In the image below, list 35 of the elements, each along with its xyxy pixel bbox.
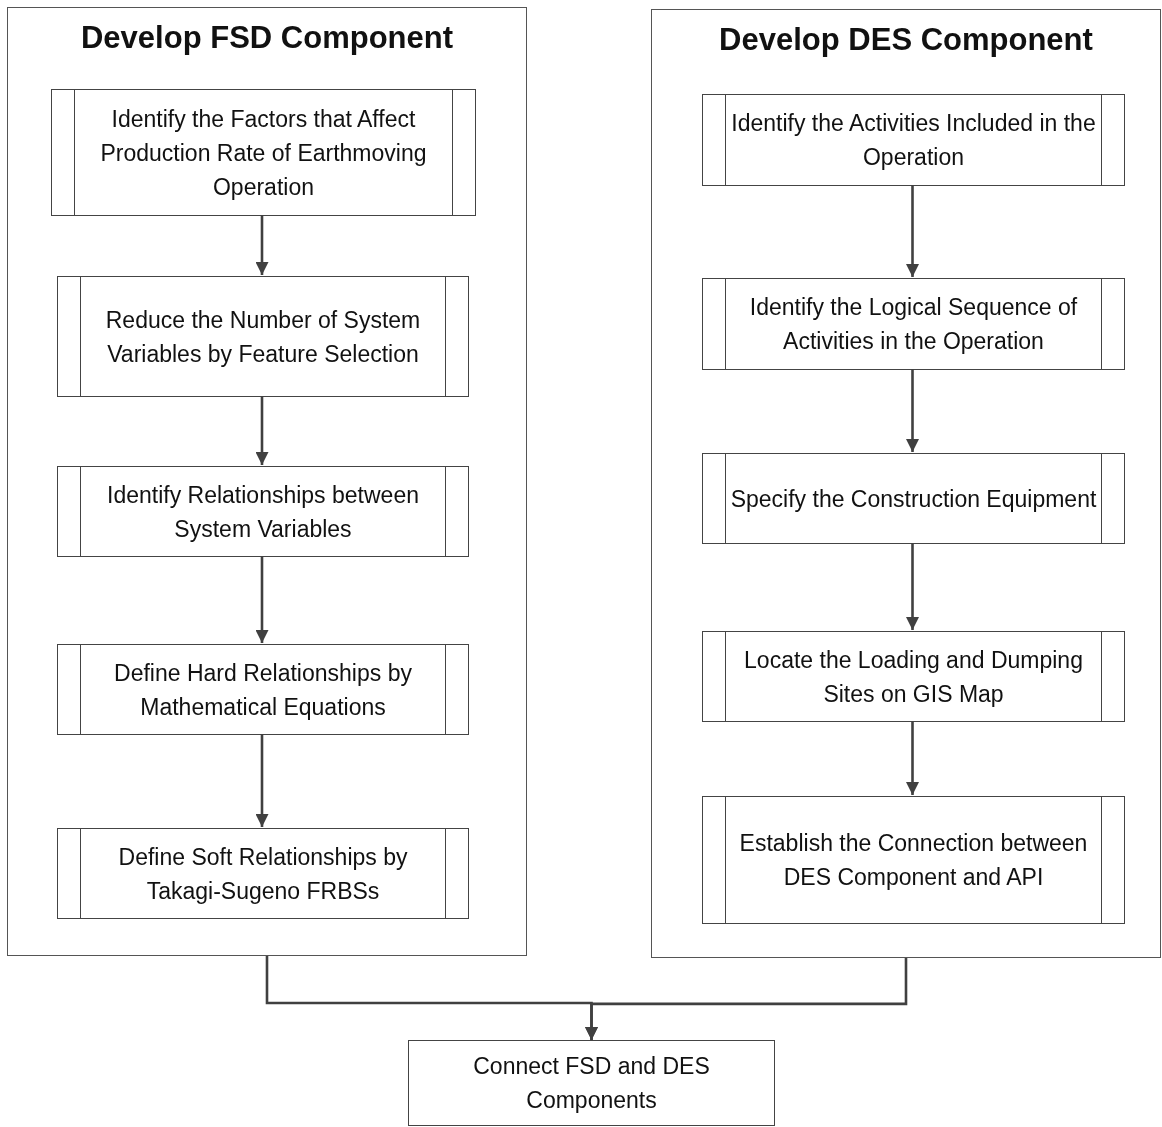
arrow [906,369,919,452]
process-text: Define Hard Relationships by Mathematical Equations [113,658,413,722]
arrow [255,556,269,643]
process-text: Identify Relationships between System Variables [106,480,420,544]
process-box [702,94,1125,186]
arrow [585,958,908,1040]
process-text: Locate the Loading and Dumping Sites on GIS Map [743,645,1084,709]
process-text: Define Soft Relationships by Takagi-Sugeno FRBSs [117,842,409,906]
process-box [702,453,1125,544]
process-text: Identify the Activities Included in the Operation [730,109,1097,172]
process-text: Connect FSD and DES Components [472,1052,711,1115]
process-box [57,828,469,919]
process-box [702,278,1125,370]
process-box [57,466,469,557]
process-text: Identify the Factors that Affect Production Rate of Earthmoving Operation [99,104,428,202]
arrow [906,185,919,277]
arrow [906,543,919,630]
box [408,1040,775,1126]
arrow [255,734,269,827]
process-text: Identify the Logical Sequence of Activities in the Operation [748,293,1079,356]
group-frame [651,9,1161,958]
process-text: Specify the Construction Equipment [730,484,1097,514]
group-frame [7,7,527,956]
process-box [702,796,1125,924]
arrow [906,721,919,795]
group-title: Develop FSD Component [80,20,454,56]
arrow [255,396,269,465]
group-title: Develop DES Component [718,22,1094,58]
process-text: Reduce the Number of System Variables by Feature Selection [104,305,422,369]
process-box [57,644,469,735]
process-text: Establish the Connection between DES Component and API [738,829,1089,892]
arrow [255,215,269,275]
process-box [57,276,469,397]
process-box [702,631,1125,722]
process-box [51,89,476,216]
